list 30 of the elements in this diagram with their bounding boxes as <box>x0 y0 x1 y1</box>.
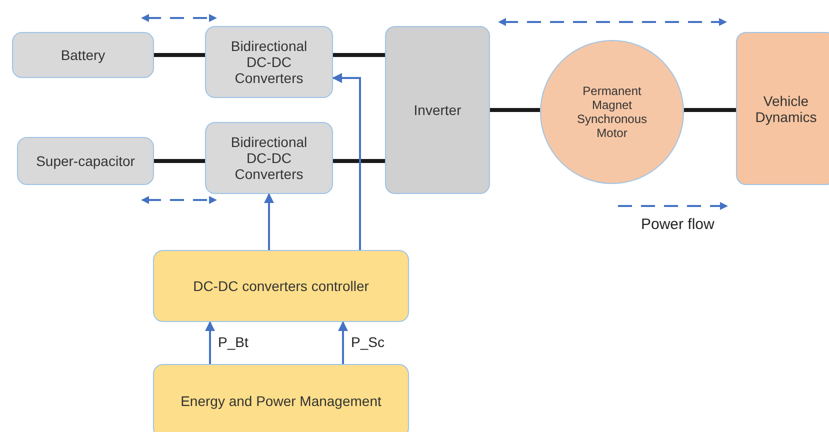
process-box <box>153 364 409 432</box>
arrow <box>338 321 348 364</box>
connector-line <box>684 108 736 112</box>
process-box <box>205 26 333 98</box>
connector-line <box>154 53 205 57</box>
process-box <box>17 137 154 185</box>
edge-label: P_Sc <box>351 334 384 350</box>
node-text: Bidirectional DC-DC Converters <box>230 134 308 182</box>
node-text: Energy and Power Management <box>180 393 382 409</box>
connector-line <box>333 53 385 57</box>
node-text: Permanent Magnet Synchronous Motor <box>576 84 648 140</box>
node-text: Vehicle Dynamics <box>754 92 818 124</box>
node-text: DC-DC converters controller <box>193 278 369 294</box>
connector-line <box>333 159 385 163</box>
legend-text: Power flow <box>641 216 714 233</box>
arrow <box>205 321 215 364</box>
node-text: Inverter <box>414 102 462 118</box>
connector-line <box>490 108 540 112</box>
process-box <box>12 32 154 78</box>
arrow <box>332 73 361 250</box>
process-box <box>205 122 333 194</box>
arrow <box>264 193 274 250</box>
process-box <box>153 250 409 322</box>
node-text: Bidirectional DC-DC Converters <box>230 38 308 86</box>
edge-label: P_Bt <box>218 334 248 350</box>
connector-line <box>154 159 205 163</box>
node-text: Battery <box>60 47 106 63</box>
node-text: Super-capacitor <box>36 153 135 169</box>
process-box <box>736 32 829 185</box>
process-box <box>385 26 490 194</box>
